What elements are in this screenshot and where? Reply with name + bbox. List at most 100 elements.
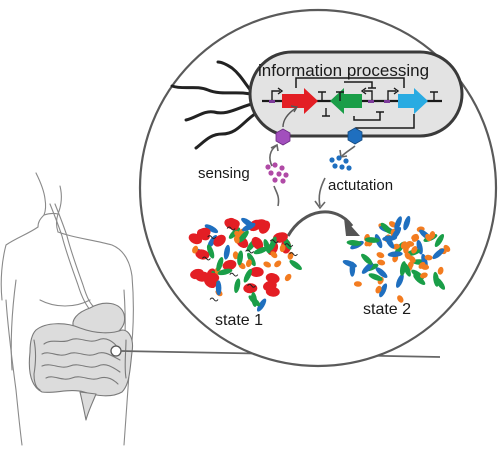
community-state-2 <box>342 215 451 303</box>
bacterium-cell <box>256 298 267 312</box>
state-2-label: state 2 <box>363 301 412 318</box>
bacterium-cell <box>206 244 215 259</box>
bacterium-cell <box>289 259 302 271</box>
bacterium-cell <box>263 239 271 254</box>
bacterium-cell <box>411 233 419 241</box>
bacterium-cell <box>263 261 272 268</box>
sensor-protein-icon <box>275 128 291 146</box>
signal-molecule-icon <box>265 162 289 184</box>
bacterium-cell <box>361 262 374 274</box>
state-transition-arrow <box>286 210 354 237</box>
bacterium-cell <box>403 215 411 231</box>
bacterium-cell <box>387 251 403 258</box>
gene-green <box>330 88 362 114</box>
bacterium-cell <box>353 281 362 287</box>
flagellum-squiggle <box>284 243 294 248</box>
bacterium-cell <box>394 216 402 231</box>
bacterium-cell <box>279 244 286 253</box>
bacterium-cell <box>245 259 252 268</box>
bacterium-cell <box>249 266 264 278</box>
bacterium-cell <box>195 271 210 282</box>
bacterium-cell <box>435 277 446 290</box>
bacterium-cell <box>222 259 237 271</box>
bacterium-cell <box>265 273 280 284</box>
gene-cyan <box>398 88 428 114</box>
bacterium-cell <box>342 260 357 268</box>
bacterium-cell <box>217 268 233 276</box>
bacterium-cell <box>377 259 386 266</box>
bacterium-cell <box>443 244 451 252</box>
bacterium-cell <box>251 236 264 250</box>
flagellum-squiggle <box>245 249 255 254</box>
flagellum-squiggle <box>289 252 298 257</box>
bacterium-cell <box>241 222 256 232</box>
bacterium-cell <box>375 267 388 278</box>
gene-circuit <box>262 77 442 136</box>
flagellum-squiggle <box>269 239 279 244</box>
bacterium-cell <box>364 237 380 243</box>
terminator-icon <box>318 91 438 101</box>
bacterium-cell <box>388 221 397 228</box>
bacterium-cell <box>216 257 224 272</box>
small-intestine-loops <box>33 338 127 391</box>
bacterium-cell <box>437 266 444 275</box>
actuation-label: actutation <box>328 177 394 194</box>
intestine-icon <box>28 302 134 421</box>
bacterium-cell <box>232 251 239 260</box>
bacterium-cell <box>420 272 428 279</box>
bacterium-cell <box>380 222 392 235</box>
bacterium-cell <box>238 230 249 243</box>
state-1-label: state 1 <box>215 312 264 329</box>
bacterium-cell <box>213 234 226 247</box>
actuator-protein-icon <box>347 127 363 145</box>
bacterium-cell <box>411 246 418 254</box>
bacterium-cell <box>421 264 430 270</box>
bacterium-cell <box>237 250 244 266</box>
bacterium-cell <box>425 233 432 242</box>
bacterium-cell <box>270 251 278 259</box>
flagellum-squiggle <box>209 297 219 302</box>
bacterium-cell <box>204 224 219 234</box>
flagellum-squiggle <box>207 235 217 240</box>
bacterium-cell <box>243 283 258 294</box>
bacterium-cell <box>376 252 385 259</box>
bacterium-cell <box>251 292 258 307</box>
bacterium-cell <box>247 252 256 267</box>
bacterium-cell <box>391 226 402 240</box>
bacterium-cell <box>403 262 411 277</box>
bacterium-cell <box>233 235 240 244</box>
sensing-label: sensing <box>198 165 250 182</box>
bacterium-cell <box>379 283 388 298</box>
operator-site-marks <box>269 100 390 103</box>
gene-red <box>282 88 318 114</box>
bacterium-cell <box>269 236 277 251</box>
bacterium-cell <box>384 235 395 249</box>
information-processing-label: information processing <box>258 61 430 80</box>
bacterium-cell <box>223 244 230 260</box>
bacterium-cell <box>346 240 362 246</box>
flagellum-squiggle <box>226 226 236 231</box>
promoter-icon <box>271 87 400 101</box>
bacterium-cell <box>243 268 252 283</box>
bacterium-cell <box>188 233 203 245</box>
bacterium-cell <box>397 295 404 303</box>
effector-molecule-icon <box>329 155 352 171</box>
zoom-origin-marker <box>110 345 122 357</box>
bacterium-cell <box>215 280 222 296</box>
bacterium-cell <box>361 253 373 265</box>
bacterium-cell <box>400 241 408 249</box>
bacterium-cell <box>274 260 282 268</box>
bacterium-cell <box>368 273 383 281</box>
flagellum-squiggle <box>229 272 239 277</box>
bacterium-cell <box>234 278 241 294</box>
bacterium-cell <box>375 285 382 294</box>
bacterium-cell <box>434 233 445 248</box>
flagellum-squiggle <box>201 256 211 261</box>
bacterium-cell <box>395 273 404 288</box>
bacterium-cell <box>192 245 199 254</box>
bacterium-cell <box>253 219 268 230</box>
bacterium-cell <box>253 246 268 255</box>
flagellum-squiggle <box>247 283 256 288</box>
bacterium-cell <box>392 243 400 250</box>
